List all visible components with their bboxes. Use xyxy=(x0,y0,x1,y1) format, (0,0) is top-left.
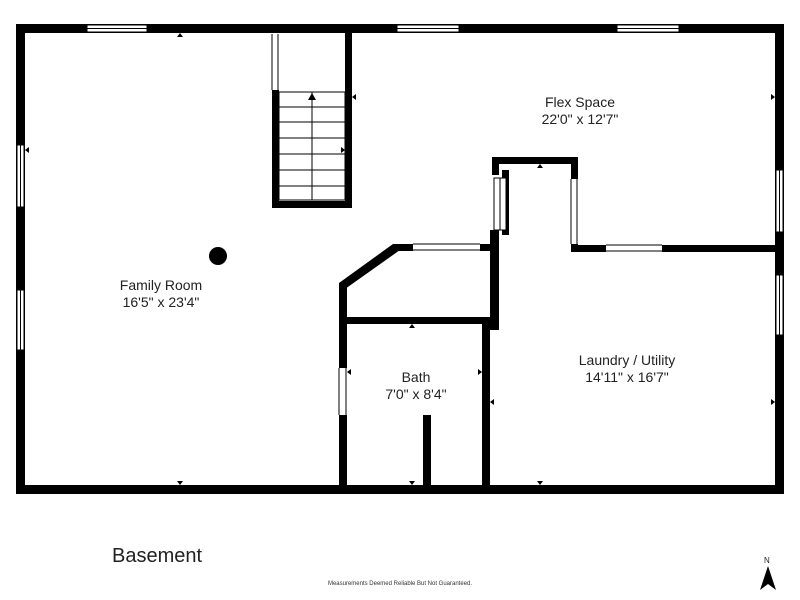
north-label: N xyxy=(764,556,770,565)
room-label-family-room: Family Room 16'5" x 23'4" xyxy=(101,277,221,311)
interior-openings xyxy=(493,177,507,231)
door-swings xyxy=(271,34,662,415)
room-name: Laundry / Utility xyxy=(578,352,676,368)
room-dimensions: 16'5" x 23'4" xyxy=(122,294,200,310)
north-arrow-icon xyxy=(760,566,776,590)
exterior-walls xyxy=(16,24,784,494)
angled-wall xyxy=(339,244,400,289)
room-label-bath: Bath 7'0" x 8'4" xyxy=(366,369,466,403)
room-name: Family Room xyxy=(119,277,203,293)
dimension-ticks xyxy=(25,33,775,485)
interior-walls xyxy=(272,32,780,490)
room-dimensions: 7'0" x 8'4" xyxy=(385,386,447,402)
support-column xyxy=(209,247,227,265)
room-name: Bath xyxy=(401,369,431,385)
room-dimensions: 14'11" x 16'7" xyxy=(585,369,669,385)
room-name: Flex Space xyxy=(544,94,616,110)
room-dimensions: 22'0" x 12'7" xyxy=(541,111,619,127)
stair-arrow-icon xyxy=(308,93,316,100)
room-label-laundry-utility: Laundry / Utility 14'11" x 16'7" xyxy=(557,352,697,386)
disclaimer-text: Measurements Deemed Reliable But Not Gua… xyxy=(327,581,473,587)
room-label-flex-space: Flex Space 22'0" x 12'7" xyxy=(520,94,640,128)
windows xyxy=(16,24,784,351)
staircase xyxy=(278,91,346,201)
floor-name: Basement xyxy=(112,545,203,567)
